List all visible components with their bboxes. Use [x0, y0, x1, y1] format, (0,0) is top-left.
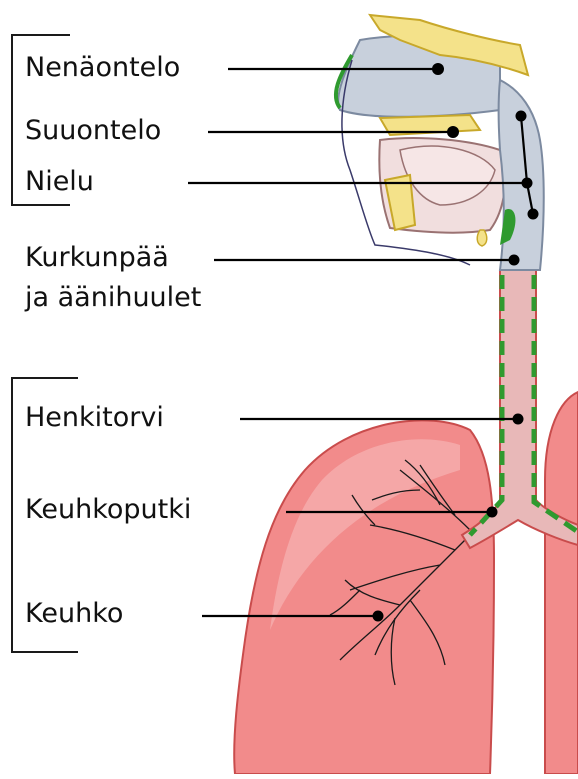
label-larynx-line2: ja äänihuulet	[25, 280, 201, 315]
label-bronchus: Keuhkoputki	[25, 492, 191, 527]
dot-pharynx-top	[516, 111, 527, 122]
right-lung	[545, 392, 578, 774]
label-oral-cavity: Suuontelo	[25, 113, 161, 148]
dot-trachea	[513, 414, 524, 425]
hyoid	[477, 230, 487, 246]
label-lung: Keuhko	[25, 596, 123, 631]
label-larynx-line1: Kurkunpää	[25, 240, 169, 275]
dot-nasal-cavity	[432, 63, 444, 75]
dot-larynx	[509, 255, 520, 266]
label-pharynx: Nielu	[25, 164, 94, 199]
dot-oral-cavity	[447, 126, 459, 138]
dot-pharynx-bottom	[528, 209, 539, 220]
dot-lung	[373, 611, 384, 622]
label-trachea: Henkitorvi	[25, 400, 164, 435]
dot-bronchus	[487, 507, 498, 518]
label-nasal-cavity: Nenäontelo	[25, 50, 180, 85]
dot-pharynx-mid	[522, 178, 533, 189]
